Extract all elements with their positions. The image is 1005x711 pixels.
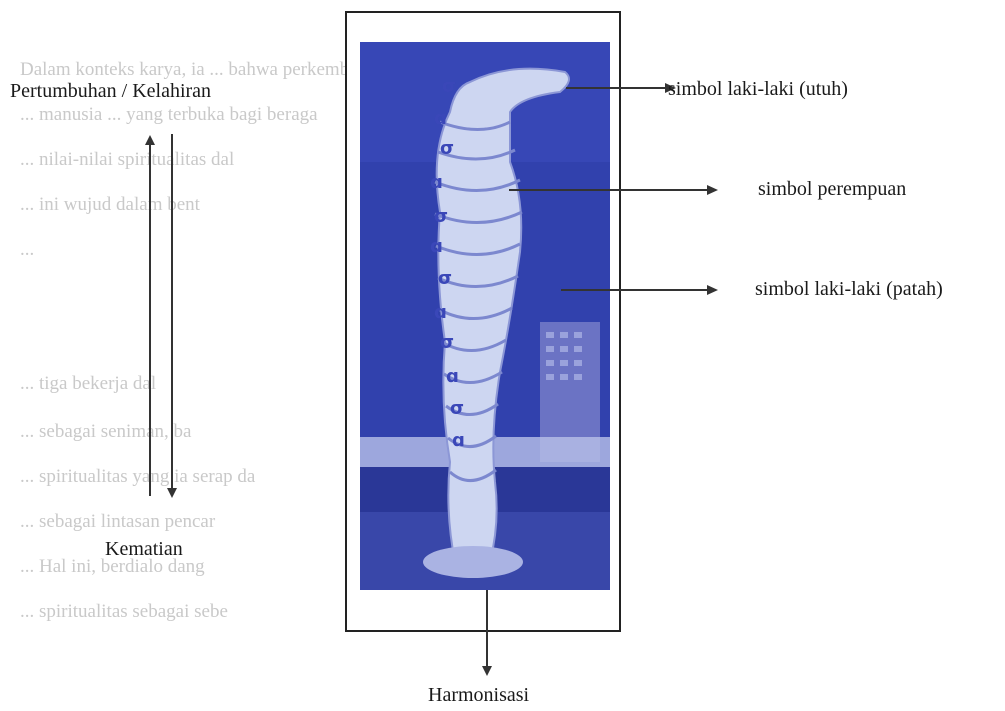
down-arrow-line	[171, 134, 173, 488]
svg-text:σ: σ	[438, 268, 452, 289]
bg-text-line: ... tiga bekerja dal	[20, 362, 156, 405]
svg-text:σ: σ	[434, 206, 448, 227]
sculpture-illustration: σɑσ ɑσɑ σɑσ ɑσɑ	[360, 42, 610, 590]
up-arrow-line	[149, 144, 151, 496]
growth-birth-label: Pertumbuhan / Kelahiran	[10, 80, 211, 103]
svg-text:σ: σ	[440, 138, 454, 159]
pointer-line-male-whole	[566, 87, 666, 89]
pointer-line-male-broken	[561, 289, 709, 291]
svg-text:ɑ: ɑ	[452, 430, 465, 451]
bg-text-line: ... sebagai lintasan pencar	[20, 500, 215, 543]
death-label: Kematian	[105, 538, 183, 561]
bg-text-line: ... spiritualitas sebagai sebe	[20, 590, 228, 633]
harmonisasi-label: Harmonisasi	[428, 684, 529, 707]
svg-text:ɑ: ɑ	[430, 236, 443, 257]
arrow-down-icon	[167, 488, 177, 498]
svg-text:σ: σ	[450, 398, 464, 419]
label-male-whole: simbol laki-laki (utuh)	[668, 78, 848, 101]
svg-text:ɑ: ɑ	[446, 366, 459, 387]
label-male-broken: simbol laki-laki (patah)	[755, 278, 943, 301]
bg-text-line: ...	[20, 228, 34, 271]
svg-text:ɑ: ɑ	[430, 172, 443, 193]
bg-text-line: ... sebagai seniman, ba	[20, 410, 191, 453]
svg-text:σ: σ	[440, 332, 454, 353]
bg-text-line: ... nilai-nilai spiritualitas dal	[20, 138, 234, 181]
bg-text-line: ... spiritualitas yang ia serap da	[20, 455, 255, 498]
arrow-down-icon	[482, 666, 492, 676]
harmonisasi-arrow-line	[486, 590, 488, 668]
arrow-right-icon	[707, 185, 718, 195]
svg-text:ɑ: ɑ	[434, 302, 447, 323]
label-female: simbol perempuan	[758, 178, 906, 201]
arrow-right-icon	[707, 285, 718, 295]
svg-text:σ: σ	[442, 76, 456, 97]
pointer-line-female	[509, 189, 709, 191]
svg-text:ɑ: ɑ	[434, 108, 447, 129]
